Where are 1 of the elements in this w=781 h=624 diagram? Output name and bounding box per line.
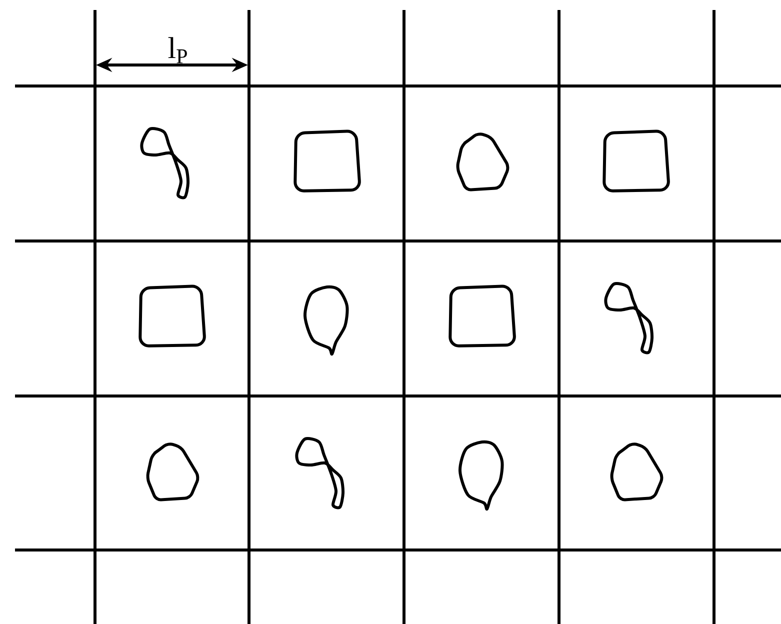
dimension-label: l$_{P}$ [168,37,187,64]
